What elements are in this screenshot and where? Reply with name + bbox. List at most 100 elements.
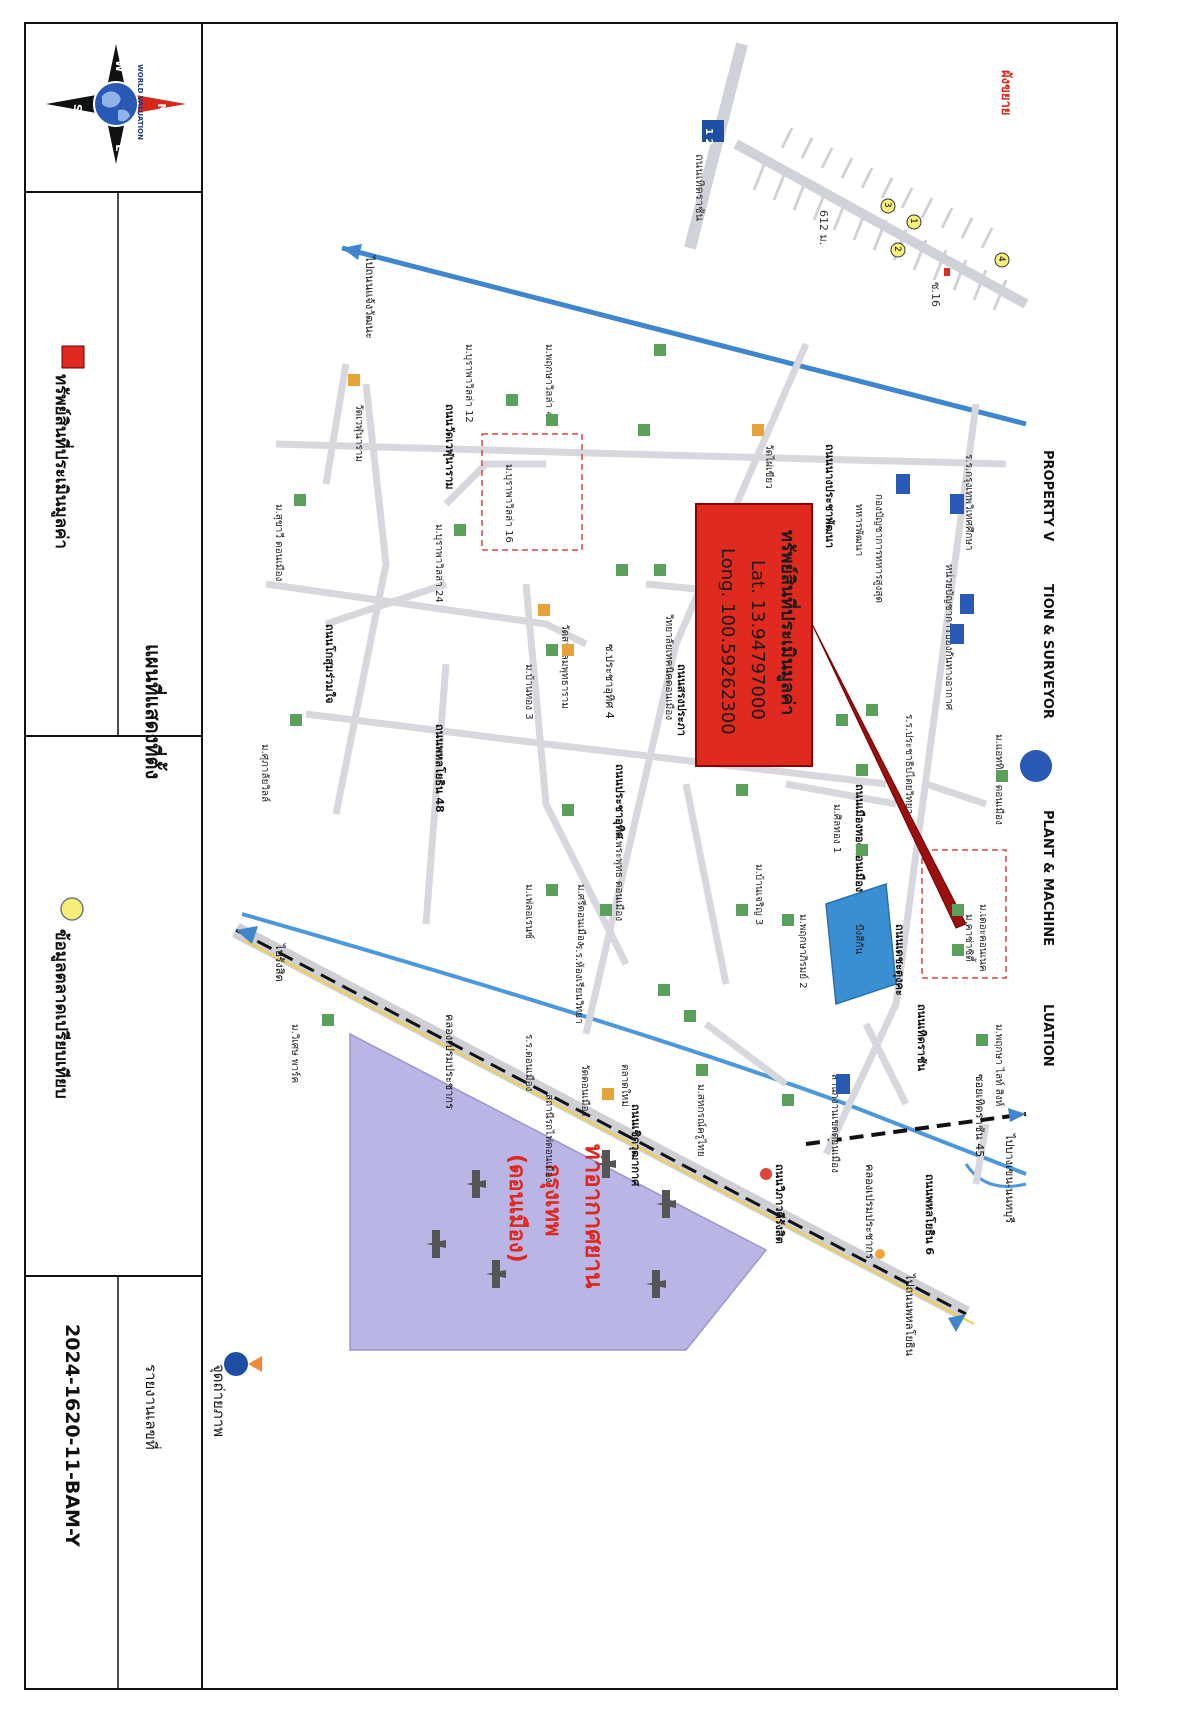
place-m5: ม.สุขาวี ดอนเมือง <box>273 504 285 581</box>
header-company-right: PLANT & MACHINE <box>1040 810 1055 946</box>
road-chaeng: ไปถนนแจ้งวัฒนะ <box>363 255 376 339</box>
compass-e: E <box>113 144 126 152</box>
place-m2: ม.บุราพาวิลล่า 12 <box>463 344 474 423</box>
header-company-tail: LUATION <box>1040 1004 1055 1067</box>
airport-label-3: (ดอนเมือง) <box>504 1154 529 1263</box>
place-m6: ม.ศุภาลัยวิลล์ <box>259 744 271 802</box>
inset-label: ผังขยาย <box>998 70 1013 115</box>
place-school1: ร.ร.พระพุทธ ดอนเมือง <box>613 824 625 921</box>
callout-lat: Lat. 13.94797000 <box>747 560 768 720</box>
place-army2: ทหารพัฒนา <box>853 504 864 556</box>
photo-point-label: จุดถ่ายภาพ <box>209 1364 228 1437</box>
place-market: ตลาดใหม่ <box>619 1064 631 1107</box>
inset-dist: 612 ม. <box>817 210 830 245</box>
place-wat-phai: วัดไผ่เขียว <box>763 444 775 489</box>
road-lamlukka: ไปบางเขน-นนทบุรี <box>1003 1133 1016 1223</box>
inset-soi: ซ.16 <box>929 282 942 307</box>
map-label: 3 <box>882 202 892 208</box>
map-sheet: W N E S WORLD VALUATION ทรัพย์สินที่ประเ… <box>24 22 1118 1690</box>
road-songprapa: ถนนสรงประภา <box>675 664 688 736</box>
location-map: W N E S WORLD VALUATION ทรัพย์สินที่ประเ… <box>26 24 1055 1688</box>
compass-logo: W N E S WORLD VALUATION <box>46 44 186 164</box>
place-m33: ม.บ้านทอง 3 <box>523 664 535 720</box>
place-m3: ม.บุราพาวิลล่า 16 <box>503 464 514 543</box>
callout-long: Long. 100.59262300 <box>717 548 738 735</box>
road-nangpracha: ถนนนางประชาพัฒนา <box>823 444 836 548</box>
place-station: สถานีรถไฟดอนเมือง <box>543 1094 555 1182</box>
place-m17: ม.พฤกษา ไลท์ สิงห์ <box>993 1024 1005 1106</box>
place-m8: ม.เฟลอเรนซ์ <box>523 884 535 939</box>
road-dekkha: ถนนเดชะตุงคะ <box>892 924 906 996</box>
compass-w: W <box>113 60 126 72</box>
place-m1: ม.พฤกษาวิลล่า 48 <box>543 344 554 424</box>
callout-pointer <box>811 623 967 929</box>
canal-prem2 <box>964 1163 1027 1188</box>
callout-line1: ทรัพย์สินที่ประเมินมูลค่า <box>776 530 801 715</box>
arrow-rangsit <box>236 926 258 944</box>
subject-box <box>921 849 1007 979</box>
subject-callout <box>695 503 813 767</box>
road-muangdon: ถนนเมืองทองดอนเมือง <box>853 784 866 892</box>
market-box-1 <box>481 433 583 551</box>
place-army: หน่วยบัญชาการป้องกันทางอากาศ <box>943 564 955 711</box>
airport-label-2: กรุงเทพ <box>539 1164 565 1236</box>
canal-prem <box>241 912 1027 1176</box>
road-phahon48: ถนนพหลโยธิน 48 <box>433 724 447 813</box>
report-number: 2024-1620-11-BAM-Y <box>61 1324 83 1547</box>
map-label: 4 <box>996 256 1006 262</box>
road-thoet: ถนนเทิดราชัน <box>915 1004 928 1071</box>
canal-label-2: คลองเปรมประชากร <box>863 1164 876 1259</box>
soi-thoet45: ซอยเทิดราชัน 45 <box>973 1074 986 1157</box>
place-wat-sai: วัดสายลมพุทธาราม <box>559 624 570 709</box>
map-label: 1 <box>908 218 918 224</box>
place-krungthep-school: ร.ร.กรุงเทพวิเทศศึกษา <box>963 454 975 551</box>
report-label: รายงานเลขที่ <box>142 1364 162 1450</box>
place-m23: ม.พฤกษาภิรมย์ 2 <box>797 914 809 989</box>
soi-prachatit4: ซ.ประชาอุทิศ 4 <box>603 644 616 719</box>
arrow-lamlukka <box>1008 1108 1026 1122</box>
place-m12: ม.เดอะคอนเนค <box>977 904 988 972</box>
road-vibhavadi: ถนนวิภาวดีรังสิต <box>773 1164 786 1244</box>
header-company-mid: TION & SURVEYOR <box>1040 584 1055 719</box>
place-lake: บึงสีกัน <box>853 924 865 954</box>
place-m25: ม.ศิลทอง 1 <box>831 804 842 853</box>
road-rangsit: ไปรังสิต <box>273 943 286 982</box>
place-m11: ม.คาซ่าซิตี้ <box>963 914 977 963</box>
road-chert: ถนนเชิดวุฒากาศ <box>628 1104 642 1187</box>
road-welu: ถนนวัดเวฬุนาราม <box>442 404 456 490</box>
place-m4: ม.บุราพาวิลล่า 24 <box>433 524 444 603</box>
subject-legend-marker <box>61 345 85 369</box>
arrow-chaeng <box>342 244 362 260</box>
place-wat-welu: วัดเวฬุนาราม <box>353 404 365 462</box>
inset-map: 1 2 ผังขยาย ถนนเทิดราชัน 612 ม. ซ.16 3 1… <box>684 42 1029 311</box>
market-legend-label: ข้อมูลตลาดเปรียบเทียบ <box>50 929 72 1099</box>
photo-point-icon <box>224 1352 262 1376</box>
market-legend-marker <box>60 897 84 921</box>
place-univ: วิทยาลัยเทคนิคดอนเมือง <box>663 614 675 721</box>
place-m24: ม.บ้านเจริญ 3 <box>753 864 765 925</box>
canal-label-1: คลองเปรมประชากร <box>443 1014 456 1109</box>
map-area: ทรัพย์สินที่ประเมินมูลค่า Lat. 13.947970… <box>232 42 1055 1357</box>
road-phahon6: ถนนพหลโยธิน 6 <box>923 1174 937 1255</box>
building-icons <box>836 474 974 1094</box>
subject-legend-label: ทรัพย์สินที่ประเมินมูลค่า <box>50 374 74 549</box>
inset-road: ถนนเทิดราชัน <box>693 154 706 221</box>
road-phahon: ไปถนนพหลโยธิน <box>903 1273 917 1357</box>
place-m10: ม.วิเศษ พาร์ค <box>289 1024 301 1083</box>
road-prachathipat: ถนนประชาอุทิศ <box>612 764 626 840</box>
phahon6-road <box>805 1112 1027 1146</box>
place-m9: ม.ศรีดอนเมือง <box>575 884 587 946</box>
place-m20: ม.สหกรณ์ครูไทย <box>695 1084 707 1157</box>
airport-area <box>349 1032 768 1351</box>
logo-text: WORLD VALUATION <box>136 64 144 140</box>
arrow-phahon <box>948 1314 966 1332</box>
village-icons <box>290 344 1008 1106</box>
place-navy: กองบัญชาการทหารสูงสุด <box>873 494 884 603</box>
place-wat-donmuang: วัดดอนเมือง <box>579 1064 591 1116</box>
road-kosum: ถนนโกสุมร่วมใจ <box>322 624 337 703</box>
compass-s: S <box>71 104 84 112</box>
canal-chaeng <box>341 245 1027 427</box>
place-office: สำนักงานเขตดอนเมือง <box>829 1074 841 1173</box>
compass-n: N <box>155 103 168 112</box>
header-company-left: PROPERTY V <box>1040 450 1055 541</box>
